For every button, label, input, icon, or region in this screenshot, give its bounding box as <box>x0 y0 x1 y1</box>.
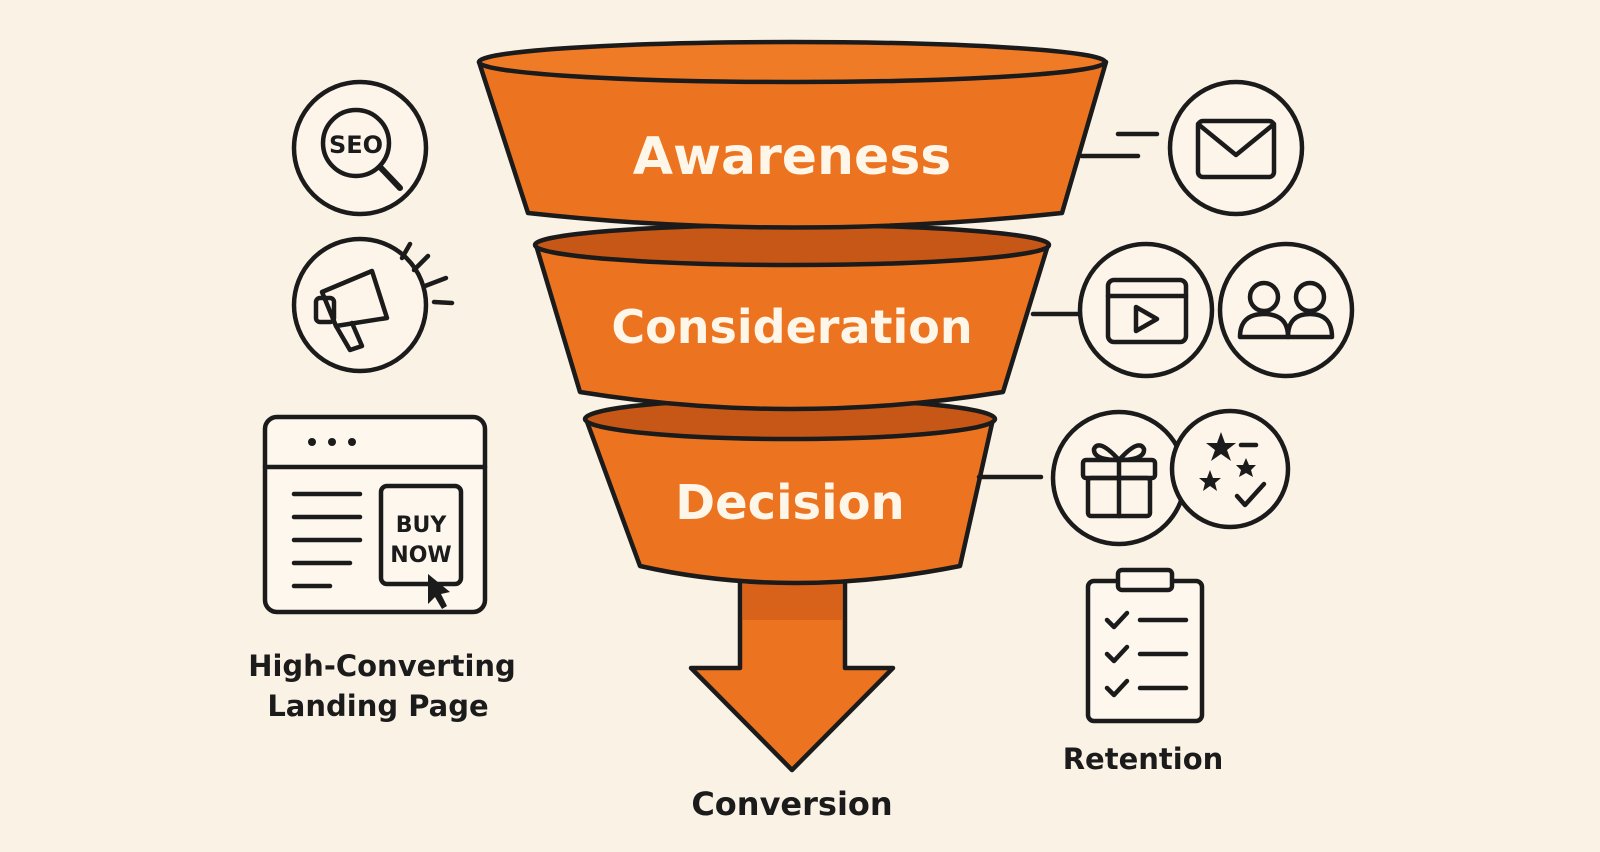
clipboard-checklist-icon <box>1085 567 1205 724</box>
buy-now-line1: BUY <box>396 513 448 538</box>
conversion-arrow <box>688 577 896 773</box>
landing-page-caption-line1: High-Converting <box>248 649 516 683</box>
funnel-tier-awareness <box>476 39 1109 230</box>
megaphone-icon <box>291 236 455 374</box>
landing-page-caption-line2: Landing Page <box>267 689 488 723</box>
connector-lines <box>976 131 1160 480</box>
envelope-icon <box>1167 79 1305 217</box>
conversion-caption: Conversion <box>691 785 892 823</box>
retention-caption: Retention <box>1063 742 1224 776</box>
stage-label-decision: Decision <box>675 475 904 531</box>
seo-badge-text: SEO <box>329 131 383 159</box>
funnel-tier-decision <box>582 396 998 586</box>
funnel: Awareness Consideration Decision <box>476 39 1109 586</box>
buy-now-line2: NOW <box>390 543 451 568</box>
video-player-icon <box>1077 241 1215 379</box>
stage-label-awareness: Awareness <box>633 127 951 187</box>
seo-search-icon: SEO <box>291 79 429 217</box>
funnel-tier-consideration <box>532 222 1052 412</box>
gift-icon <box>1050 409 1188 547</box>
star-review-icon <box>1169 408 1291 530</box>
users-icon <box>1217 241 1355 379</box>
stage-label-consideration: Consideration <box>611 300 972 354</box>
landing-page-icon: BUY NOW <box>262 414 488 615</box>
